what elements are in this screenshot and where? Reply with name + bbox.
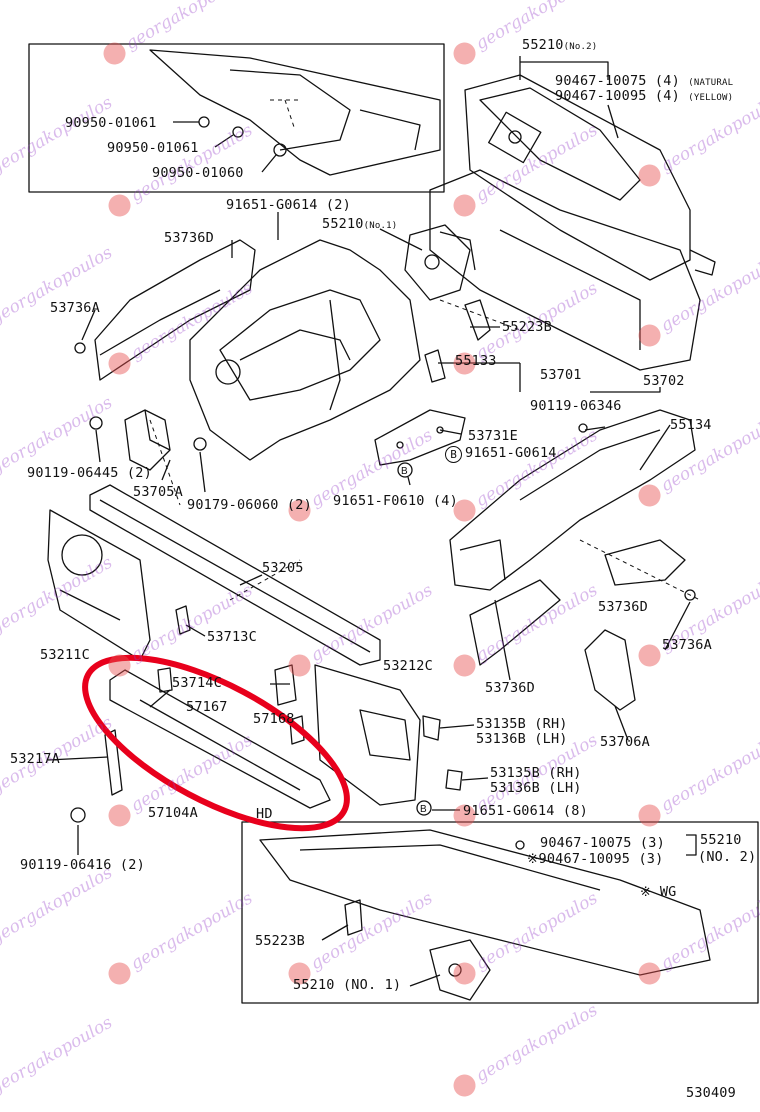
insulator-55223B	[464, 299, 491, 341]
part-label: 53705A	[133, 484, 183, 500]
part-label: 53205	[262, 560, 304, 576]
part-label: 57167	[186, 699, 228, 715]
part-label: 90950-01061	[107, 140, 199, 156]
part-label: 53211C	[40, 647, 90, 663]
clip-icon	[74, 342, 86, 354]
part-label: 53136B (LH)	[490, 780, 582, 796]
part-label: 53135B (RH)	[476, 716, 568, 732]
part-label: 53736A	[662, 637, 712, 653]
part-label: 90950-01060	[152, 165, 244, 181]
part-label: 53736D	[485, 680, 535, 696]
bolt-icon	[232, 126, 244, 138]
part-label: 53736D	[164, 230, 214, 246]
part-label: ※90467-10095 (3)	[527, 851, 664, 867]
bracket-53706A	[584, 629, 636, 711]
bolt-icon	[198, 116, 210, 128]
inset-frame-top	[28, 43, 445, 193]
part-label: 91651-G0614 (2)	[226, 197, 351, 213]
radiator-support-lower	[109, 669, 331, 809]
part-label: 53736A	[50, 300, 100, 316]
part-label: 91651-G0614 (8)	[463, 803, 588, 819]
mudguard-53736D-right	[604, 539, 686, 586]
part-label: 55134	[670, 417, 712, 433]
part-label: 53217A	[10, 751, 60, 767]
part-label: 90467-10075 (3)	[540, 835, 665, 851]
dash-panel-upper	[464, 74, 691, 281]
bracket-53705A	[124, 409, 171, 471]
radiator-support-upper	[89, 484, 381, 666]
part-label: 53713C	[207, 629, 257, 645]
part-label: 53736D	[598, 599, 648, 615]
part-label: 90467-10095 (4) (YELLOW)	[555, 88, 734, 104]
part-label: 91651-F0610 (4)	[333, 493, 458, 509]
part-label: 55210(No.1)	[322, 216, 398, 232]
part-label: 90179-06060 (2)	[187, 497, 312, 513]
part-label: 53706A	[600, 734, 650, 750]
part-label: 53212C	[383, 658, 433, 674]
part-label: 55210(No.2)	[522, 37, 598, 53]
part-label: 57104A	[148, 805, 198, 821]
ref-marker-b: B	[445, 446, 462, 463]
part-label: 53731E	[468, 428, 518, 444]
svg-text:B: B	[420, 804, 427, 815]
bolt-icon	[515, 840, 525, 850]
part-label: (NO. 2)	[698, 849, 757, 865]
front-apron-rh	[449, 409, 696, 591]
part-label: 53136B (LH)	[476, 731, 568, 747]
mudguard-53736D-mid	[469, 579, 561, 666]
nut-icon	[193, 437, 207, 451]
part-label: 90467-10075 (4) (NATURAL	[555, 73, 734, 89]
part-label: 90119-06346	[530, 398, 622, 414]
bolt-icon	[89, 416, 103, 430]
part-label: 57168	[253, 711, 295, 727]
part-label: 55223B	[502, 319, 552, 335]
clip-icon	[684, 589, 696, 601]
part-label: 53714C	[172, 675, 222, 691]
inset-dash-lower	[259, 829, 711, 976]
diagram-id: 530409	[686, 1085, 736, 1101]
highlight-ring	[82, 654, 350, 832]
inset-dash-panel	[149, 49, 441, 176]
radiator-support-rh	[314, 664, 421, 806]
part-label: 53702	[643, 373, 685, 389]
part-label: 55223B	[255, 933, 305, 949]
bracket-53217A	[104, 729, 123, 796]
bolt-icon	[578, 423, 588, 433]
part-label: 55210 (NO. 1)	[293, 977, 402, 993]
part-label: 55210	[700, 832, 742, 848]
part-label: 90119-06416 (2)	[20, 857, 145, 873]
part-label: 53135B (RH)	[490, 765, 582, 781]
bolt-icon	[273, 143, 287, 157]
part-label: 53701	[540, 367, 582, 383]
bracket-53731E	[374, 409, 466, 466]
inset-frame-bottom	[241, 821, 759, 1004]
part-label: 55133	[455, 353, 497, 369]
front-apron-lh	[189, 239, 421, 461]
part-label: 90950-01061	[65, 115, 157, 131]
mudguard-53736D-top	[94, 239, 256, 381]
bolt-icon	[70, 807, 86, 823]
dash-panel-no1	[404, 224, 471, 301]
inset-note: ※ WG	[640, 884, 677, 900]
part-label: 90119-06445 (2)	[27, 465, 152, 481]
inset-tag: HD	[256, 806, 273, 822]
part-label: 91651-G0614	[465, 445, 557, 461]
svg-text:B: B	[401, 466, 408, 477]
